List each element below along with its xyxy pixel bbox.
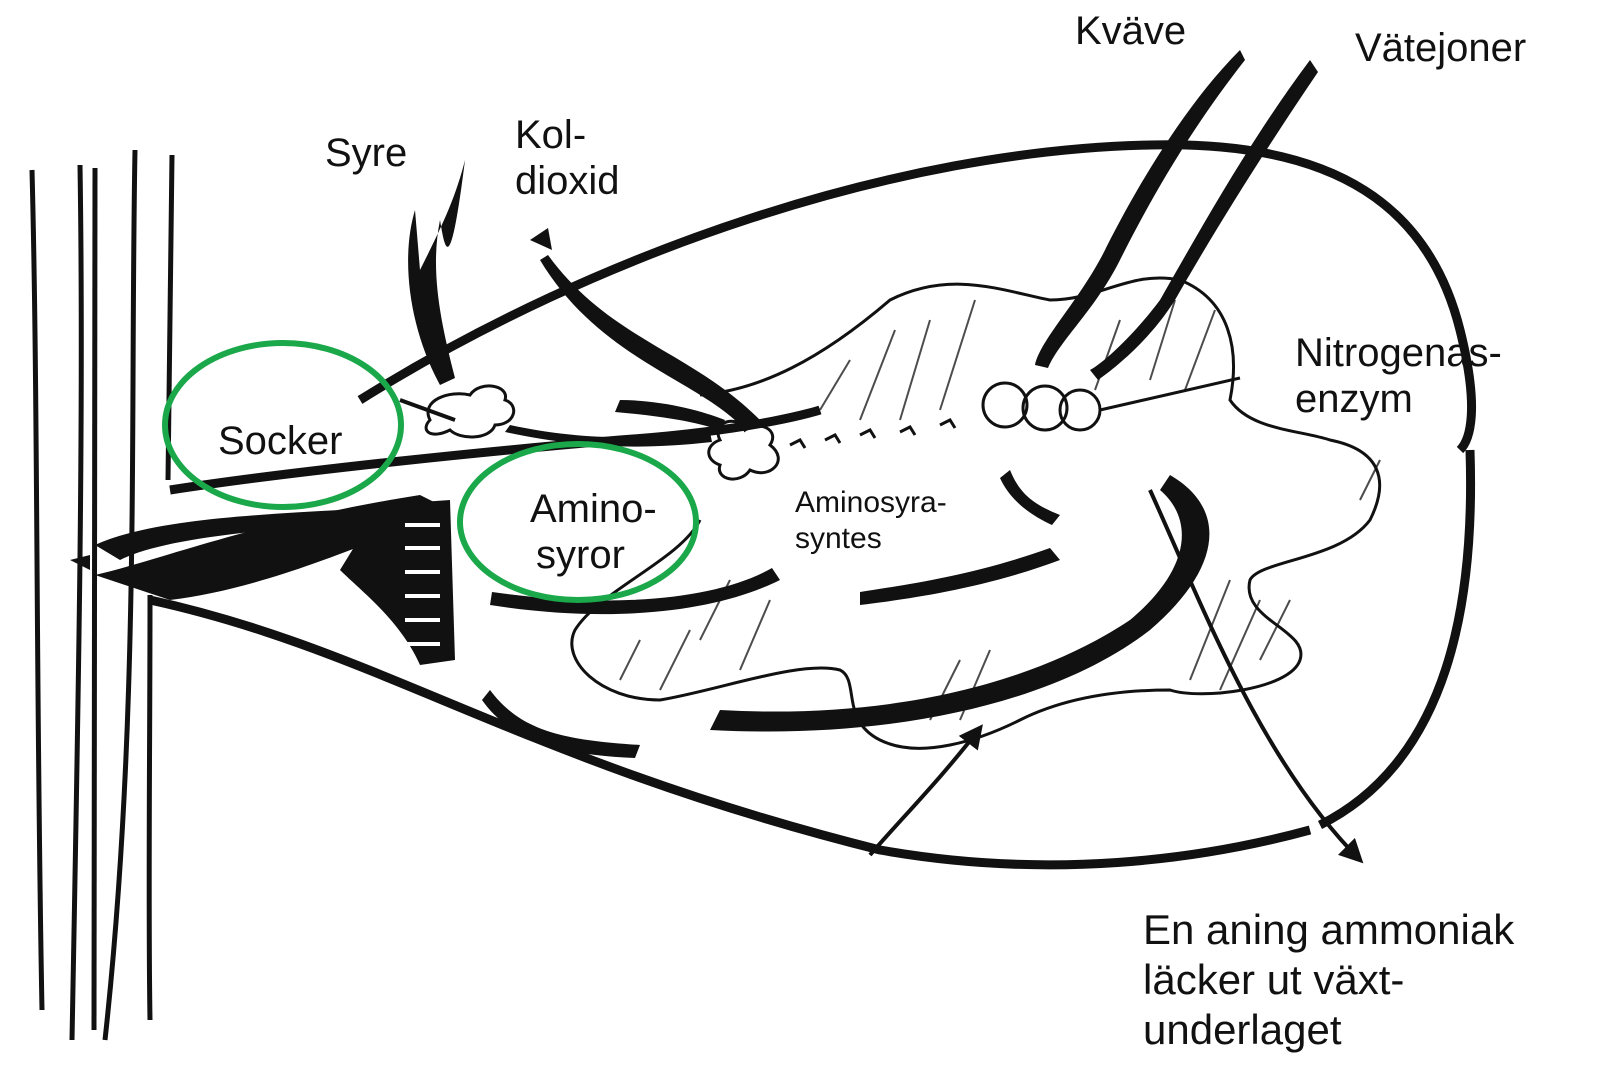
label-koldioxid: Kol- dioxid (515, 112, 620, 204)
nitrogenase-blob (983, 378, 1240, 430)
label-kvave: Kväve (1075, 8, 1186, 54)
label-aminosyrasyntes: Aminosyra- syntes (795, 485, 947, 557)
synthesis-blob (709, 421, 779, 479)
root-stem (32, 150, 172, 1040)
hatching (620, 300, 1380, 720)
label-vatejoner: Vätejoner (1355, 25, 1526, 71)
label-ammoniak: En aning ammoniak läcker ut växt- underl… (1143, 905, 1514, 1055)
label-socker: Socker (218, 418, 343, 464)
label-nitrogenas: Nitrogenas- enzym (1295, 330, 1502, 422)
transport-squiggles (790, 420, 955, 448)
thin-arrows (400, 400, 1360, 860)
label-aminosyror: Amino- syror (530, 486, 657, 578)
small-blob-syre (426, 386, 514, 437)
label-syre: Syre (325, 130, 407, 176)
